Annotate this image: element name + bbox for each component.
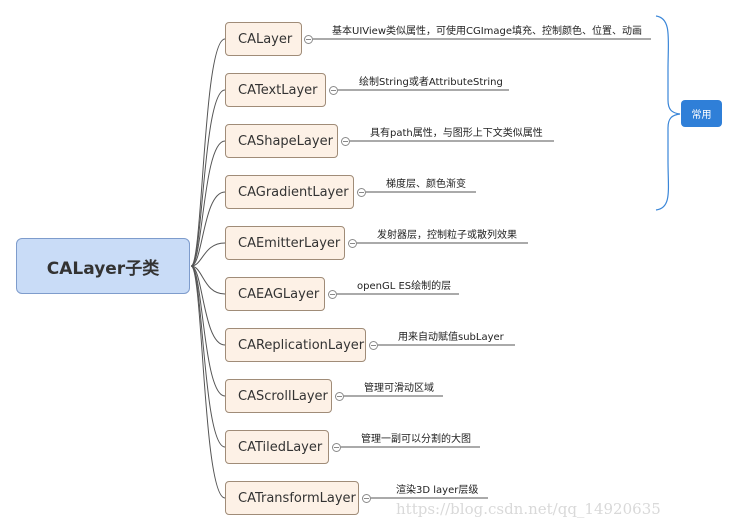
branch-node-label: CAShapeLayer (238, 133, 333, 149)
group-brace (655, 15, 681, 211)
collapse-toggle-icon[interactable] (369, 341, 378, 350)
root-connector (190, 140, 226, 267)
collapse-toggle-icon[interactable] (362, 494, 371, 503)
root-node[interactable]: CALayer子类 (16, 238, 190, 294)
group-label-common[interactable]: 常用 (681, 100, 722, 127)
branch-node-caeaglayer[interactable]: CAEAGLayer (225, 277, 325, 311)
root-connector (190, 265, 226, 499)
collapse-toggle-icon[interactable] (328, 290, 337, 299)
collapse-toggle-icon[interactable] (341, 137, 350, 146)
branch-node-label: CAScrollLayer (238, 388, 328, 404)
branch-description: 渲染3D layer层级 (396, 485, 479, 496)
collapse-toggle-icon[interactable] (329, 86, 338, 95)
root-connector (190, 242, 226, 267)
branch-node-careplicationlayer[interactable]: CAReplicationLayer (225, 328, 366, 362)
branch-node-label: CAReplicationLayer (238, 337, 365, 353)
branch-node-calayer[interactable]: CALayer (225, 22, 302, 56)
collapse-toggle-icon[interactable] (332, 443, 341, 452)
branch-node-catiledlayer[interactable]: CATiledLayer (225, 430, 329, 464)
branch-description: 具有path属性，与图形上下文类似属性 (370, 128, 543, 139)
branch-description: openGL ES绘制的层 (357, 281, 452, 292)
root-connector (190, 89, 226, 267)
root-node-label: CALayer子类 (46, 258, 160, 279)
watermark: https://blog.csdn.net/qq_14920635 (396, 500, 661, 518)
collapse-toggle-icon[interactable] (335, 392, 344, 401)
branch-node-label: CALayer (238, 31, 293, 47)
branch-node-caemitterlayer[interactable]: CAEmitterLayer (225, 226, 345, 260)
branch-node-catextlayer[interactable]: CATextLayer (225, 73, 326, 107)
branch-node-cashapelayer[interactable]: CAShapeLayer (225, 124, 338, 158)
root-connector (190, 191, 226, 267)
branch-node-label: CAEmitterLayer (238, 235, 341, 251)
branch-description: 绘制String或者AttributeString (359, 77, 503, 88)
group-label-text: 常用 (691, 110, 712, 121)
collapse-toggle-icon[interactable] (348, 239, 357, 248)
branch-node-label: CATextLayer (238, 82, 318, 98)
branch-node-label: CATransformLayer (238, 490, 356, 506)
branch-node-label: CATiledLayer (238, 439, 323, 455)
branch-node-label: CAGradientLayer (238, 184, 349, 200)
branch-description: 管理可滑动区域 (364, 383, 434, 394)
branch-description: 基本UIView类似属性，可使用CGImage填充、控制颜色、位置、动画 (332, 26, 643, 37)
branch-node-label: CAEAGLayer (238, 286, 320, 302)
branch-description: 管理一副可以分割的大图 (361, 434, 471, 445)
branch-node-cagradientlayer[interactable]: CAGradientLayer (225, 175, 354, 209)
root-connector (190, 38, 226, 267)
branch-description: 梯度层、颜色渐变 (386, 179, 466, 190)
collapse-toggle-icon[interactable] (304, 35, 313, 44)
branch-description: 用来自动赋值subLayer (398, 332, 504, 343)
root-connector (190, 265, 226, 346)
branch-node-catransformlayer[interactable]: CATransformLayer (225, 481, 359, 515)
branch-description: 发射器层，控制粒子或散列效果 (377, 230, 517, 241)
collapse-toggle-icon[interactable] (357, 188, 366, 197)
branch-node-cascrolllayer[interactable]: CAScrollLayer (225, 379, 332, 413)
